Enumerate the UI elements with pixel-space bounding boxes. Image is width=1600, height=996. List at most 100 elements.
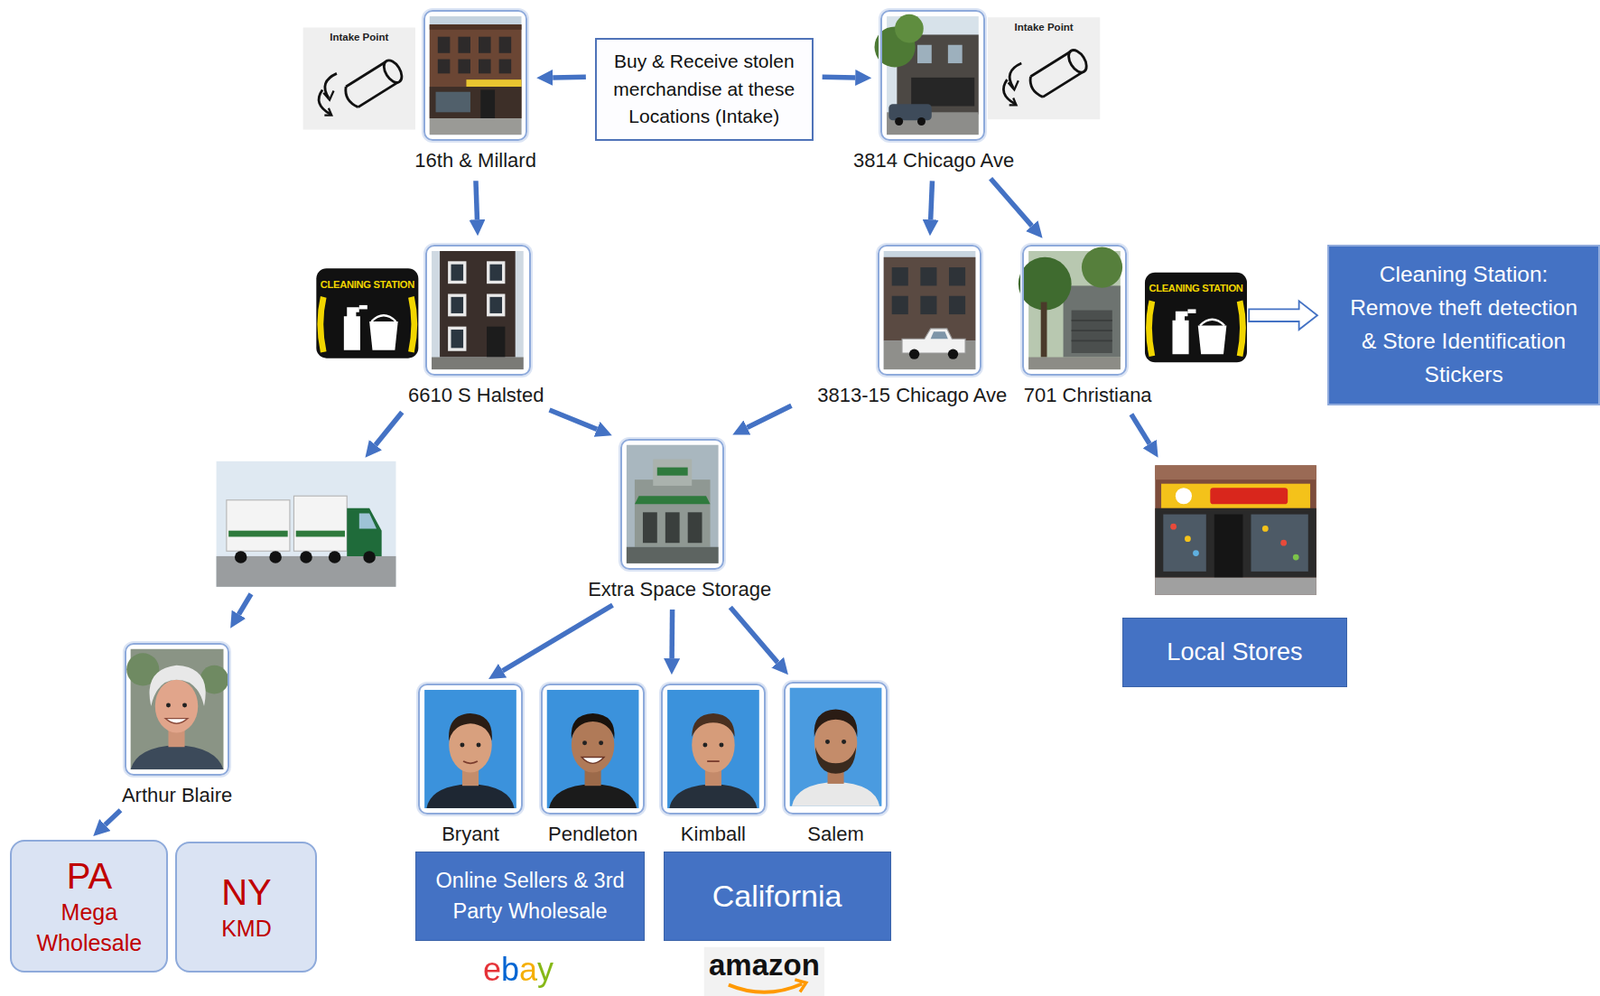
building-photo	[1041, 302, 1048, 358]
building-photo	[431, 251, 524, 370]
location-photo: 3813-15 Chicago Ave	[817, 244, 1007, 407]
truck-photo	[216, 461, 397, 587]
label-slot: CLEANING STATION	[320, 279, 415, 291]
building-photo	[642, 511, 658, 543]
store-photo	[1161, 483, 1311, 509]
node-caption: Kimball	[680, 822, 746, 846]
node-label: PA	[66, 854, 112, 898]
store-photo	[1280, 539, 1287, 547]
building-photo	[431, 357, 524, 371]
building-photo	[1018, 246, 1123, 370]
node-caption: Pendleton	[548, 822, 638, 846]
photo-frame	[660, 683, 765, 815]
icon-label: CLEANING STATION	[1148, 282, 1243, 295]
portrait	[148, 665, 205, 707]
flow-arrow	[375, 412, 402, 446]
node-caption: Arthur Blaire	[121, 783, 233, 807]
building-photo	[888, 103, 931, 121]
flow-arrow	[746, 405, 791, 428]
building-photo	[948, 45, 963, 64]
node-caption: 701 Christiana	[1023, 383, 1153, 407]
portrait	[130, 744, 224, 770]
wholesaler-box: PAMega Wholesale	[9, 839, 168, 973]
store-photo	[1262, 525, 1269, 532]
building-photo	[489, 264, 503, 281]
intake-icon	[303, 27, 416, 131]
caption-slot: Arthur Blaire	[121, 783, 233, 807]
building-photo	[478, 37, 492, 54]
building-photo	[439, 251, 516, 358]
building-photo	[883, 251, 977, 370]
caption-slot: Salem	[807, 822, 864, 846]
portrait	[581, 757, 605, 764]
building-photo	[948, 296, 966, 315]
portrait	[790, 688, 883, 807]
portrait	[426, 783, 514, 809]
icon-label: CLEANING STATION	[320, 279, 415, 291]
node-caption: 16th & Millard	[414, 148, 537, 172]
portrait	[424, 689, 517, 809]
store-photo	[1251, 514, 1309, 572]
caption-slot: 6610 S Halsted	[408, 383, 544, 407]
portrait	[165, 718, 188, 725]
building-photo	[920, 296, 937, 315]
portrait	[706, 760, 720, 763]
building-photo	[429, 16, 522, 135]
node-label: Online Sellers & 3rd Party Wholesale	[423, 865, 637, 927]
building-photo	[652, 459, 692, 486]
building-photo	[429, 118, 522, 135]
store-photo	[1170, 523, 1177, 531]
store-photo	[1192, 549, 1200, 557]
node-caption: Salem	[807, 822, 864, 846]
building-photo	[447, 326, 466, 352]
caption-slot: 3813-15 Chicago Ave	[817, 383, 1007, 407]
building-photo	[1081, 246, 1123, 288]
truck-photo	[293, 495, 347, 551]
store-photo	[1154, 508, 1317, 578]
portrait	[547, 689, 640, 809]
building-photo	[626, 445, 719, 564]
truck-photo	[216, 461, 397, 587]
truck-photo	[296, 530, 345, 538]
portrait	[582, 740, 587, 745]
caption-slot: 3814 Chicago Ave	[853, 148, 1014, 172]
location-photo: 6610 S Halsted	[408, 244, 544, 407]
building-photo	[1028, 357, 1121, 371]
flow-arrow	[238, 594, 252, 615]
caption-slot: Kimball	[680, 822, 746, 846]
truck-photo	[269, 550, 282, 564]
person-photo: Salem	[783, 681, 888, 846]
location-photo: 701 Christiana	[1022, 244, 1152, 407]
label-slot: amazon	[708, 949, 820, 980]
flow-arrow	[930, 180, 933, 220]
building-photo	[894, 117, 903, 126]
caption-slot: Pendleton	[548, 822, 638, 846]
node-label: Mega Wholesale	[17, 897, 161, 959]
portrait	[182, 702, 187, 707]
building-photo	[902, 328, 966, 354]
store-photo	[1175, 487, 1192, 504]
truck-photo	[328, 550, 342, 564]
photo-frame	[425, 244, 531, 376]
label-slot: Intake Point	[329, 31, 389, 44]
storage-photo: Extra Space Storage	[587, 438, 772, 601]
portrait	[463, 761, 478, 763]
portrait	[669, 783, 757, 809]
flow-arrow	[822, 74, 856, 81]
building-photo	[883, 257, 977, 342]
truck-photo	[359, 512, 377, 529]
portrait	[571, 713, 615, 739]
portrait	[718, 743, 724, 748]
building-photo	[486, 293, 505, 317]
store-photo	[1154, 465, 1317, 596]
building-photo	[911, 77, 975, 107]
hollow-arrow	[1248, 300, 1318, 330]
flow-arrow	[669, 609, 675, 659]
photo-frame	[783, 681, 888, 815]
store-photo	[1209, 487, 1288, 504]
building-photo	[429, 16, 522, 135]
building-photo	[948, 267, 966, 286]
building-photo	[634, 479, 711, 548]
building-photo	[665, 511, 680, 543]
